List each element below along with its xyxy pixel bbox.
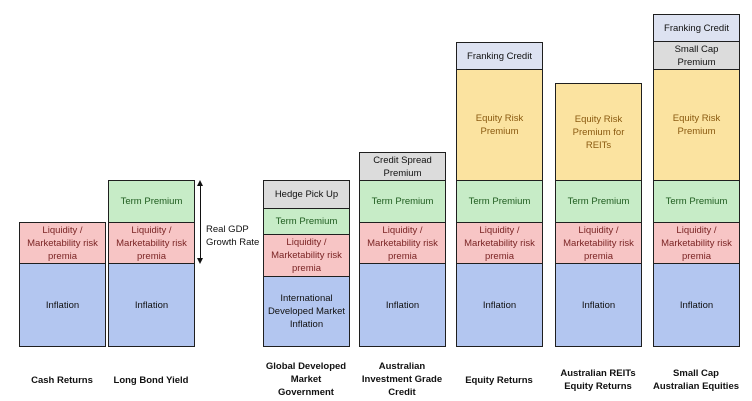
credit-inflation-block: Inflation [359, 263, 446, 347]
arrow-down-icon [197, 258, 203, 264]
equity-returns-label: Equity Returns [465, 375, 533, 386]
equity-inflation-block: Inflation [456, 263, 543, 347]
smallcap-liquidity-block: Liquidity / Marketability risk premia [653, 222, 740, 264]
bond-term-block: Term Premium [108, 180, 195, 223]
cash-returns-label: Cash Returns [31, 375, 93, 386]
global-developed-label: Global Developed Market Government [265, 361, 347, 398]
equity-risk-premium-block: Equity Risk Premium [456, 69, 543, 181]
global-term-block: Term Premium [263, 208, 350, 235]
small-cap-label: Small Cap Australian Equities [652, 368, 740, 392]
equity-term-block: Term Premium [456, 180, 543, 223]
credit-spread-block: Credit Spread Premium [359, 152, 446, 181]
global-inflation-block: International Developed Market Inflation [263, 276, 350, 347]
credit-liquidity-block: Liquidity / Marketability risk premia [359, 222, 446, 264]
cash-inflation-block: Inflation [19, 263, 106, 347]
smallcap-term-block: Term Premium [653, 180, 740, 223]
reits-risk-premium-block: Equity Risk Premium for REITs [555, 83, 642, 181]
reits-liquidity-block: Liquidity / Marketability risk premia [555, 222, 642, 264]
global-liquidity-block: Liquidity / Marketability risk premia [263, 234, 350, 277]
reits-inflation-block: Inflation [555, 263, 642, 347]
bond-inflation-block: Inflation [108, 263, 195, 347]
smallcap-franking-block: Franking Credit [653, 14, 740, 42]
bond-liquidity-block: Liquidity / Marketability risk premia [108, 222, 195, 264]
equity-franking-block: Franking Credit [456, 42, 543, 70]
reits-term-block: Term Premium [555, 180, 642, 223]
smallcap-equity-risk-block: Equity Risk Premium [653, 69, 740, 181]
equity-liquidity-block: Liquidity / Marketability risk premia [456, 222, 543, 264]
smallcap-premium-block: Small Cap Premium [653, 41, 740, 70]
gdp-arrow-line [200, 186, 201, 260]
cash-liquidity-block: Liquidity / Marketability risk premia [19, 222, 106, 264]
global-hedge-block: Hedge Pick Up [263, 180, 350, 209]
australian-credit-label: Australian Investment Grade Credit [361, 361, 443, 398]
real-gdp-growth-label: Real GDP Growth Rate [206, 224, 260, 248]
arrow-up-icon [197, 180, 203, 186]
credit-term-block: Term Premium [359, 180, 446, 223]
long-bond-yield-label: Long Bond Yield [113, 375, 189, 386]
australian-reits-label: Australian REITs Equity Returns [560, 368, 636, 392]
smallcap-inflation-block: Inflation [653, 263, 740, 347]
